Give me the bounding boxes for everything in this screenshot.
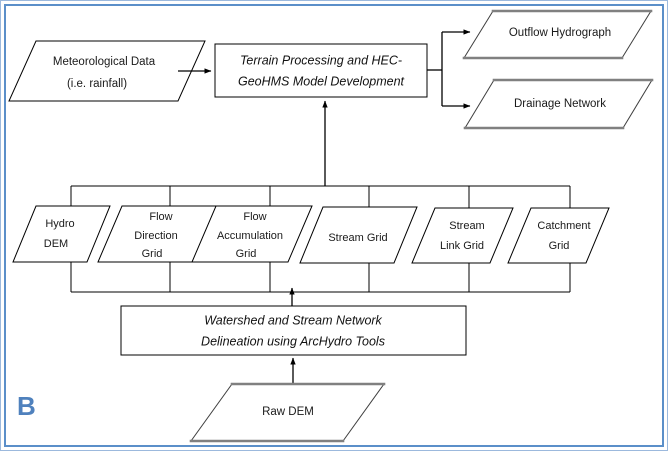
node-meteorological-data: Meteorological Data (i.e. rainfall) [8,40,206,102]
edge-terrain-to-outputs [427,29,471,109]
terrain-process-label-line-2: GeoHMS Model Development [238,74,405,88]
outflow-hydrograph-label: Outflow Hydrograph [509,27,611,39]
node-drainage-network: Drainage Network [463,78,654,130]
node-hydro-dem-grid: Hydro DEM [12,205,111,263]
node-raw-dem: Raw DEM [189,382,386,443]
meteorological-data-label-line-2: (i.e. rainfall) [67,78,127,90]
watershed-process-label-line-1: Watershed and Stream Network [204,313,382,327]
hydro-dem-grid-label-line-2: DEM [44,238,68,250]
node-terrain-processing-process: Terrain Processing and HEC- GeoHMS Model… [214,43,428,98]
node-stream-grid: Stream Grid [299,206,418,264]
hydro-dem-grid-label-line-1: Hydro [45,218,74,230]
node-watershed-delineation-process: Watershed and Stream Network Delineation… [120,305,467,356]
drainage-network-label: Drainage Network [514,98,606,110]
flow-accumulation-grid-label-line-1: Flow [243,211,266,223]
node-outflow-hydrograph: Outflow Hydrograph [462,9,653,60]
node-catchment-grid: Catchment Grid [507,207,610,264]
node-flow-accumulation-grid: Flow Accumulation Grid [191,205,313,263]
stream-link-grid-label-line-1: Stream [449,220,484,232]
stream-grid-label: Stream Grid [328,232,387,244]
flow-direction-grid-label-line-3: Grid [142,248,163,260]
node-flow-direction-grid: Flow Direction Grid [97,205,221,263]
terrain-process-label-line-1: Terrain Processing and HEC- [240,53,402,67]
stream-link-grid-label-line-2: Link Grid [440,240,484,252]
flow-direction-grid-label-line-1: Flow [149,211,172,223]
flow-accumulation-grid-label-line-2: Accumulation [217,230,283,242]
grid-bus-bottom [70,262,571,293]
catchment-grid-label-line-2: Grid [549,240,570,252]
meteorological-data-label-line-1: Meteorological Data [53,56,156,68]
flow-accumulation-grid-label-line-3: Grid [236,248,257,260]
node-stream-link-grid: Stream Link Grid [411,207,514,264]
flow-direction-grid-label-line-2: Direction [134,230,177,242]
watershed-process-label-line-2: Delineation using ArcHydro Tools [201,334,385,348]
catchment-grid-label-line-1: Catchment [537,220,590,232]
raw-dem-label: Raw DEM [262,406,314,418]
panel-letter: B [17,391,36,421]
